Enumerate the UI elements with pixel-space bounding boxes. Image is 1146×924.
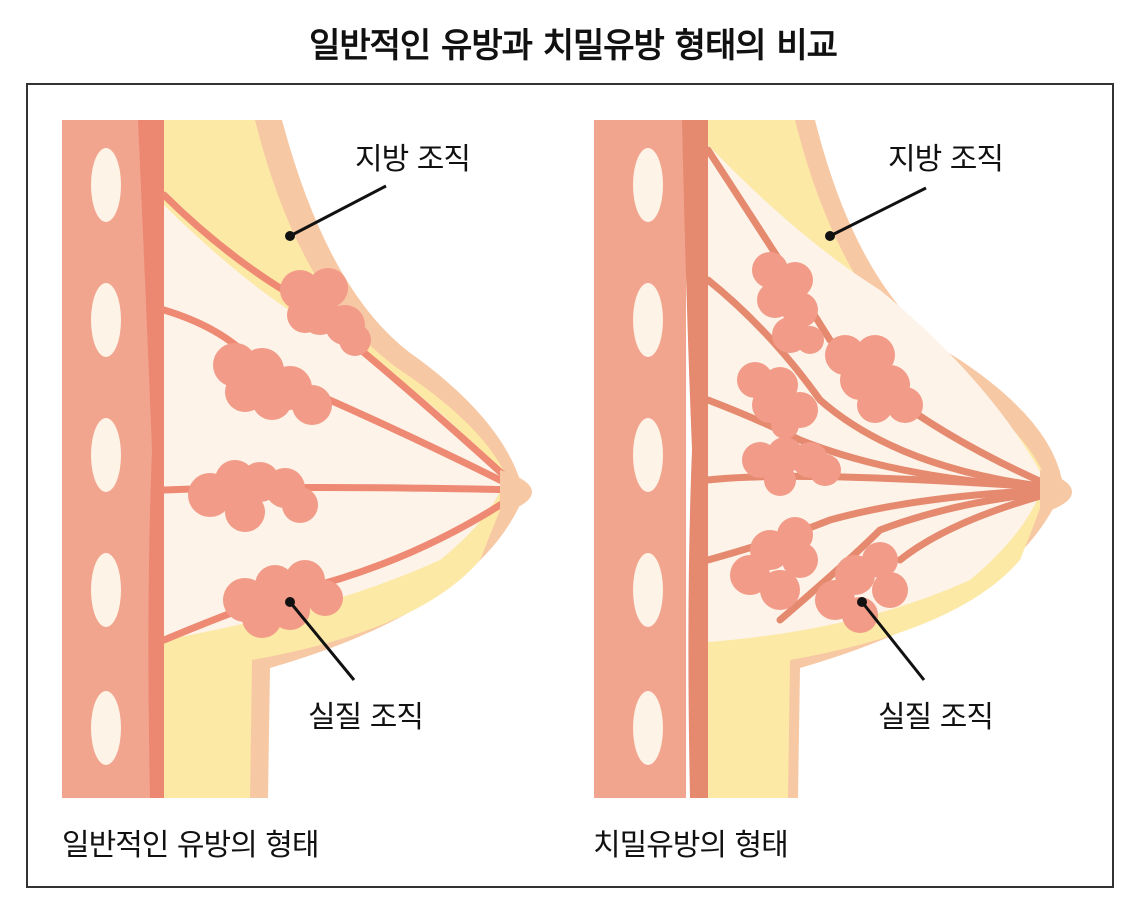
- muscle-band: [682, 120, 708, 798]
- lobule: [188, 460, 318, 532]
- dense-breast-illustration: [594, 120, 1072, 798]
- lobule: [730, 517, 818, 610]
- lobules: [188, 268, 371, 638]
- normal-parenchyma-label: 실질 조직: [308, 700, 424, 735]
- lobule: [223, 560, 343, 638]
- dense-parenchyma-label: 실질 조직: [878, 700, 994, 735]
- lobule: [742, 437, 841, 496]
- normal-fat-tissue-label: 지방 조직: [355, 142, 471, 177]
- lobule: [815, 542, 908, 633]
- dense-fat-tissue-label: 지방 조직: [888, 142, 1004, 177]
- normal-breast-caption: 일반적인 유방의 형태: [62, 828, 319, 863]
- leader-lines: [829, 186, 927, 681]
- lobule: [213, 343, 332, 425]
- diagram-title: 일반적인 유방과 치밀유방 형태의 비교: [309, 26, 838, 66]
- normal-breast-illustration: [62, 120, 532, 798]
- lobules: [730, 252, 923, 633]
- ribs: [633, 148, 663, 765]
- lobule: [280, 268, 371, 356]
- muscle-band: [138, 120, 164, 798]
- lobule: [737, 362, 818, 439]
- diagram-frame: [26, 83, 1114, 888]
- lobule: [752, 252, 824, 354]
- leader-lines: [288, 184, 387, 681]
- ribs: [91, 148, 121, 765]
- ducts: [704, 146, 1059, 624]
- dense-breast-caption: 치밀유방의 형태: [593, 828, 789, 863]
- lobule: [825, 335, 923, 423]
